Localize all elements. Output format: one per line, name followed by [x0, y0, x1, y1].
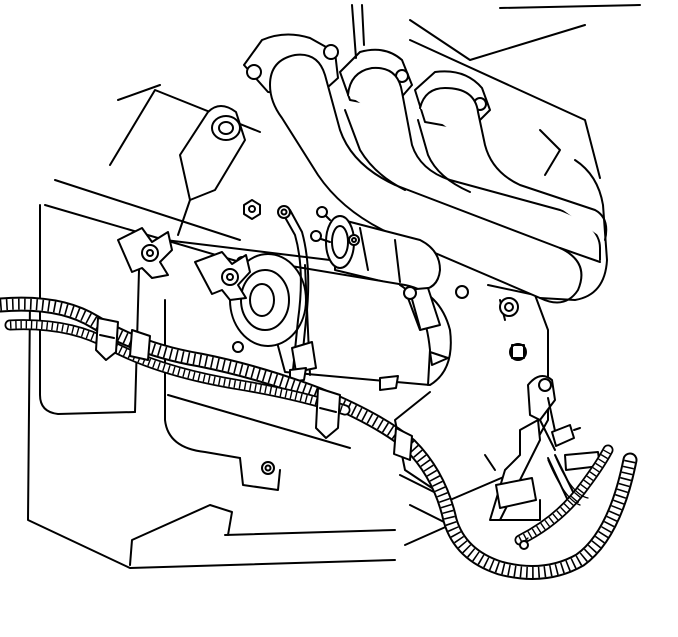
harness-clips — [95, 317, 413, 461]
ground-strap — [277, 205, 317, 383]
oil-pan — [27, 179, 396, 569]
starter-bracket — [117, 227, 251, 301]
starter-motor — [229, 253, 469, 391]
starter-solenoid — [243, 199, 441, 291]
engine-block — [109, 4, 641, 546]
exhaust-manifold — [243, 4, 608, 304]
